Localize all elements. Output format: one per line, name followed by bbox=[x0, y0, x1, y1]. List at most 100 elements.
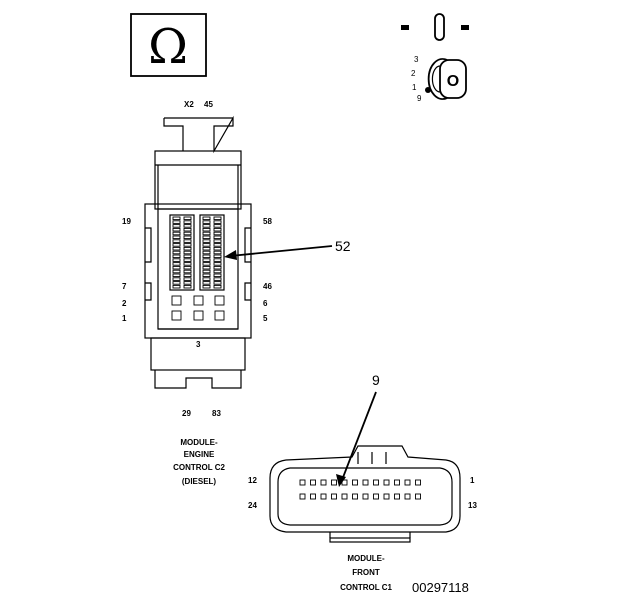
ignition-key-switch-icon: O 3 2 1 9 bbox=[401, 13, 469, 103]
ecm-pin-cavity bbox=[213, 243, 222, 247]
ecm-pin-cavity bbox=[183, 231, 192, 236]
ecm-pin-cavity bbox=[202, 243, 211, 247]
fcm-pin-cavity bbox=[362, 493, 369, 500]
fcm-pin-cavity bbox=[404, 479, 411, 486]
ecm-pin-cavity bbox=[202, 246, 211, 251]
ecm-pin-cavity bbox=[202, 281, 211, 285]
ecm-pin-cavity bbox=[172, 269, 181, 274]
ecm-pin-cavity bbox=[183, 273, 192, 278]
ecm-pin-cavity bbox=[202, 235, 211, 240]
ecm-pin-cavity bbox=[172, 258, 181, 262]
ecm-pin-cavity bbox=[183, 239, 192, 243]
fcm-pin-cavity bbox=[320, 479, 327, 486]
ecm-pin-cavity bbox=[213, 273, 222, 278]
ecm-right-label-58: 58 bbox=[263, 217, 272, 226]
ecm-pin-cavity bbox=[183, 216, 192, 221]
ecm-pin-cavity bbox=[172, 273, 181, 278]
ecm-pin-cavity bbox=[213, 254, 222, 259]
ecm-connector: X2 45 19 7 2 1 58 bbox=[122, 100, 351, 486]
ecm-right-label-6: 6 bbox=[263, 299, 268, 308]
ecm-left-label-19: 19 bbox=[122, 217, 131, 226]
fcm-pin-cavity bbox=[352, 479, 358, 486]
ecm-pin-cavity bbox=[183, 227, 192, 232]
ecm-pin-cavity bbox=[172, 250, 181, 255]
ecm-pin-cavity bbox=[202, 265, 211, 270]
ecm-pin-cavity bbox=[202, 277, 211, 281]
ecm-pin-cavity bbox=[202, 262, 211, 266]
fcm-left-label-24: 24 bbox=[248, 501, 257, 510]
ecm-pin-cavity bbox=[183, 246, 192, 251]
ecm-pin-cavity bbox=[183, 224, 192, 228]
fcm-pin-cavity bbox=[331, 479, 337, 486]
ecm-pin-cavity bbox=[172, 265, 181, 270]
ecm-pin-cavity bbox=[202, 224, 211, 228]
ecm-caption-line-3: CONTROL C2 bbox=[173, 463, 225, 472]
ecm-caption-line-1: MODULE- bbox=[180, 438, 218, 447]
fcm-pin-cavity bbox=[310, 479, 316, 486]
ecm-pin-cavity bbox=[213, 265, 222, 270]
ecm-top-label-45: 45 bbox=[204, 100, 213, 109]
fcm-pin-cavity bbox=[404, 493, 411, 500]
ignition-key-letter: O bbox=[447, 73, 459, 90]
ecm-pin-cavity bbox=[213, 239, 222, 243]
ecm-pin-cavity bbox=[213, 246, 222, 251]
ecm-pin-cavity bbox=[172, 231, 181, 236]
fcm-pin-cavities bbox=[299, 479, 421, 500]
fcm-pin-cavity bbox=[383, 479, 390, 486]
ecm-pin-cavity bbox=[213, 227, 222, 232]
ecm-pin-cavity bbox=[183, 269, 192, 274]
ecm-pin-cavity bbox=[213, 250, 222, 255]
ecm-pin-cavity bbox=[183, 258, 192, 262]
fcm-pin-cavity bbox=[383, 493, 390, 500]
ecm-pin-cavity bbox=[202, 250, 211, 255]
ignition-pos-3: 3 bbox=[414, 55, 419, 64]
ecm-pin-cavity bbox=[172, 281, 181, 285]
fcm-pin-cavity bbox=[341, 493, 348, 500]
ecm-pin-cavity bbox=[183, 265, 192, 270]
fcm-right-label-1: 1 bbox=[470, 476, 475, 485]
ecm-pin-cavity bbox=[213, 284, 222, 289]
ecm-pin-cavity bbox=[202, 216, 211, 221]
ecm-pin-cavity bbox=[213, 231, 222, 236]
ignition-pos-2: 2 bbox=[411, 69, 416, 78]
ecm-left-label-7: 7 bbox=[122, 282, 127, 291]
ecm-pin-cavity bbox=[202, 273, 211, 278]
ecm-pin-cavity bbox=[172, 246, 181, 251]
ecm-bottom-label-83: 83 bbox=[212, 409, 221, 418]
ecm-caption-line-4: (DIESEL) bbox=[182, 477, 217, 486]
ecm-pin-cavity bbox=[172, 227, 181, 232]
fcm-caption-line-1: MODULE- bbox=[347, 554, 385, 563]
ecm-pin-cavity bbox=[202, 258, 211, 262]
ecm-pin-cavity bbox=[213, 220, 222, 224]
ohm-meter-icon: Ω bbox=[130, 13, 207, 77]
figure-id: 00297118 bbox=[412, 580, 469, 595]
fcm-pin-cavity bbox=[299, 479, 306, 486]
ecm-pin-cavity bbox=[202, 227, 211, 232]
fcm-pin-cavity bbox=[299, 493, 306, 500]
fcm-pin-cavity bbox=[310, 493, 316, 500]
ecm-pin-cavity bbox=[183, 235, 192, 240]
ecm-pin-cavity bbox=[213, 235, 222, 240]
ecm-pin-cavity bbox=[213, 281, 222, 285]
fcm-callout-9: 9 bbox=[372, 372, 380, 388]
ecm-right-label-5: 5 bbox=[263, 314, 268, 323]
ecm-pin-cavity bbox=[202, 239, 211, 243]
ecm-pin-cavity bbox=[183, 281, 192, 285]
ignition-pos-1: 1 bbox=[412, 83, 417, 92]
ecm-pin-cavity bbox=[202, 269, 211, 274]
ecm-pin-cavity bbox=[213, 262, 222, 266]
ecm-pin-cavity bbox=[172, 284, 181, 289]
fcm-pin-cavity bbox=[394, 479, 400, 486]
ecm-pin-cavity bbox=[183, 220, 192, 224]
ecm-pin-cavity bbox=[183, 243, 192, 247]
ecm-pin-cavity bbox=[172, 239, 181, 243]
fcm-pin-cavity bbox=[373, 493, 379, 500]
fcm-pin-cavity bbox=[320, 493, 327, 500]
ecm-caption-line-2: ENGINE bbox=[184, 450, 215, 459]
ecm-pin-cavity bbox=[172, 262, 181, 266]
ecm-pin-cavity bbox=[183, 250, 192, 255]
ecm-callout-52: 52 bbox=[335, 238, 351, 254]
ecm-pin-cavities bbox=[172, 216, 222, 289]
fcm-left-label-12: 12 bbox=[248, 476, 257, 485]
